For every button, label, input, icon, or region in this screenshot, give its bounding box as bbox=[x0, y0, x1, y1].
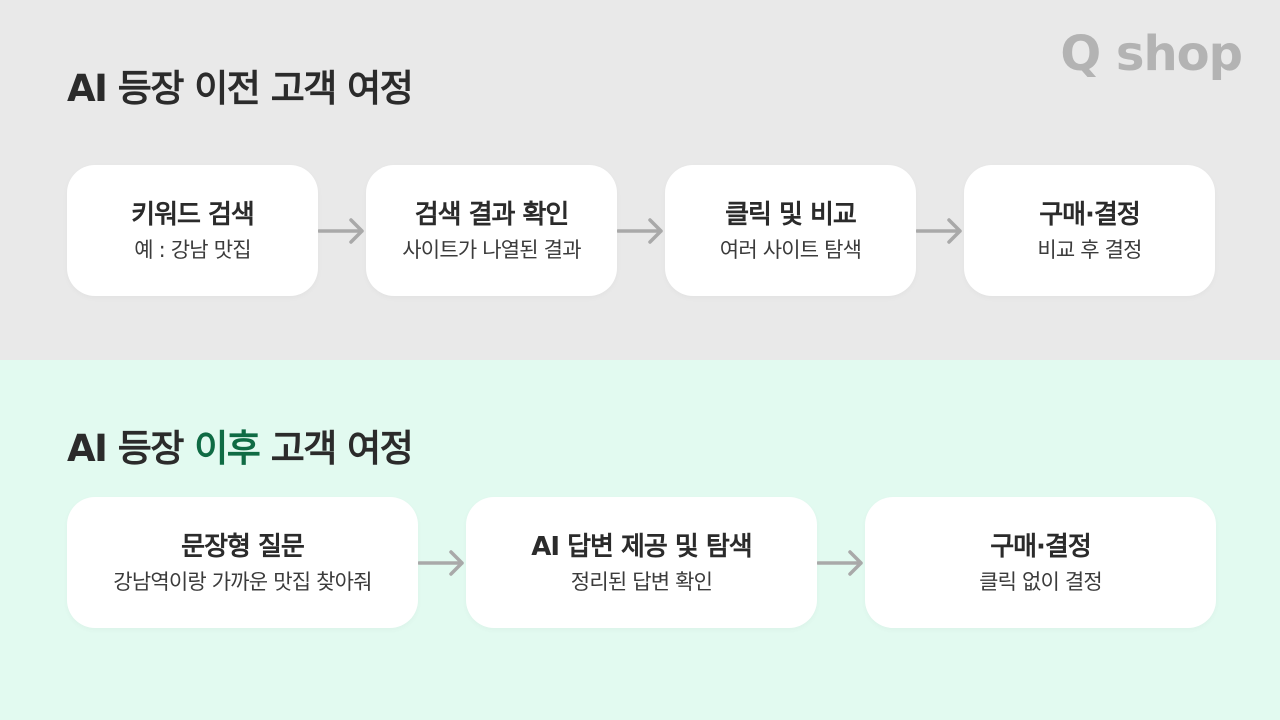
step-description: 예 : 강남 맛집 bbox=[134, 237, 251, 262]
step-label: 키워드 검색 bbox=[131, 199, 255, 230]
title-accent: 이후 bbox=[194, 427, 261, 470]
step-label: 구매·결정 bbox=[990, 531, 1092, 562]
title-suffix: 고객 여정 bbox=[259, 427, 414, 470]
journey-steps-before: 키워드 검색 예 : 강남 맛집 검색 결과 확인 사이트가 나열된 결과 클릭… bbox=[67, 165, 1215, 296]
journey-before-section: Q shop AI 등장 이전 고객 여정 키워드 검색 예 : 강남 맛집 검… bbox=[0, 0, 1280, 360]
step-description: 정리된 답변 확인 bbox=[570, 569, 713, 594]
step-label: 구매·결정 bbox=[1039, 199, 1141, 230]
arrow-right-icon bbox=[817, 497, 865, 628]
arrow-right-icon bbox=[916, 165, 964, 296]
step-label: 검색 결과 확인 bbox=[414, 199, 570, 230]
step-label: AI 답변 제공 및 탐색 bbox=[531, 531, 752, 562]
step-card-click-compare: 클릭 및 비교 여러 사이트 탐색 bbox=[665, 165, 916, 296]
step-description: 클릭 없이 결정 bbox=[979, 569, 1103, 594]
title-prefix: AI 등장 bbox=[67, 427, 195, 470]
arrow-right-icon bbox=[318, 165, 366, 296]
step-card-search-results: 검색 결과 확인 사이트가 나열된 결과 bbox=[366, 165, 617, 296]
arrow-right-icon bbox=[617, 165, 665, 296]
brand-logo: Q shop bbox=[1060, 26, 1243, 82]
step-description: 비교 후 결정 bbox=[1037, 237, 1142, 262]
step-card-purchase-decision: 구매·결정 비교 후 결정 bbox=[964, 165, 1215, 296]
step-card-sentence-question: 문장형 질문 강남역이랑 가까운 맛집 찾아줘 bbox=[67, 497, 418, 628]
arrow-right-icon bbox=[418, 497, 466, 628]
journey-steps-after: 문장형 질문 강남역이랑 가까운 맛집 찾아줘 AI 답변 제공 및 탐색 정리… bbox=[67, 497, 1216, 628]
step-card-keyword-search: 키워드 검색 예 : 강남 맛집 bbox=[67, 165, 318, 296]
step-description: 강남역이랑 가까운 맛집 찾아줘 bbox=[113, 569, 372, 594]
step-label: 클릭 및 비교 bbox=[725, 199, 857, 230]
section-title-before: AI 등장 이전 고객 여정 bbox=[67, 67, 414, 110]
journey-after-section: AI 등장 이후 고객 여정 문장형 질문 강남역이랑 가까운 맛집 찾아줘 A… bbox=[0, 360, 1280, 720]
step-card-purchase-decision: 구매·결정 클릭 없이 결정 bbox=[865, 497, 1216, 628]
step-description: 여러 사이트 탐색 bbox=[719, 237, 862, 262]
step-label: 문장형 질문 bbox=[181, 531, 305, 562]
step-description: 사이트가 나열된 결과 bbox=[402, 237, 581, 262]
section-title-after: AI 등장 이후 고객 여정 bbox=[67, 424, 414, 474]
step-card-ai-answer: AI 답변 제공 및 탐색 정리된 답변 확인 bbox=[466, 497, 817, 628]
